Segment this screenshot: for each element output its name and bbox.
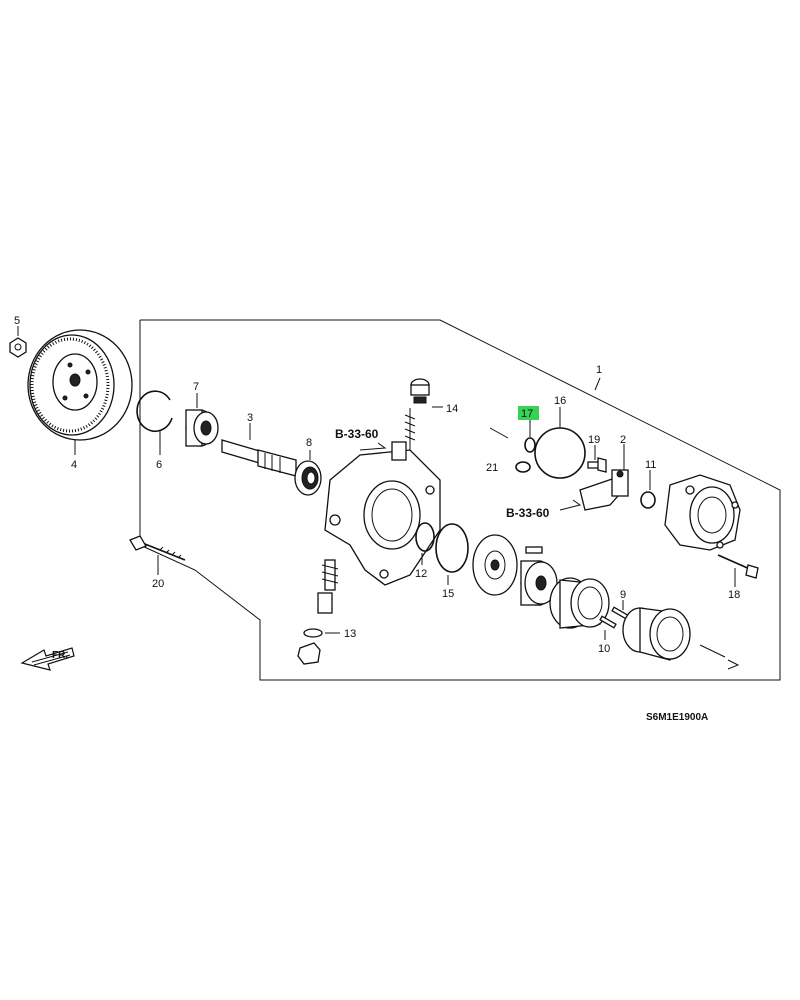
- pump-housing[interactable]: [664, 474, 741, 551]
- part-number-5: 5: [14, 315, 20, 327]
- mounting-bolt-18[interactable]: [717, 554, 759, 579]
- rotor[interactable]: [520, 546, 558, 606]
- part-number-1: 1: [596, 364, 602, 376]
- part-number-2: 2: [620, 434, 626, 446]
- o-ring-large[interactable]: [435, 523, 469, 573]
- part-number-20: 20: [152, 578, 164, 590]
- pump-shaft[interactable]: [221, 439, 297, 477]
- part-number-7: 7: [193, 381, 199, 393]
- pulley[interactable]: [27, 329, 133, 441]
- flow-control-cap[interactable]: [404, 378, 430, 450]
- part-number-9: 9: [620, 589, 626, 601]
- ring-21[interactable]: [515, 461, 531, 473]
- bearing[interactable]: [185, 409, 219, 447]
- dowel-pins[interactable]: [599, 606, 629, 629]
- mounting-bolt-20[interactable]: [129, 535, 186, 561]
- outlet-fitting[interactable]: [579, 469, 629, 511]
- part-number-14: 14: [446, 403, 458, 415]
- snap-ring[interactable]: [136, 390, 173, 432]
- part-number-15: 15: [442, 588, 454, 600]
- part-number-4: 4: [71, 459, 77, 471]
- o-ring-17[interactable]: [524, 437, 536, 453]
- union-fitting[interactable]: [297, 559, 339, 665]
- part-number-17-highlight: [518, 406, 539, 420]
- small-bolt[interactable]: [587, 457, 607, 473]
- part-number-12: 12: [415, 568, 427, 580]
- part-number-16: 16: [554, 395, 566, 407]
- part-number-10: 10: [598, 643, 610, 655]
- part-number-19: 19: [588, 434, 600, 446]
- part-number-8: 8: [306, 437, 312, 449]
- part-number-6: 6: [156, 459, 162, 471]
- oil-seal[interactable]: [294, 460, 322, 496]
- rear-cover[interactable]: [622, 607, 691, 661]
- part-number-3: 3: [247, 412, 253, 424]
- part-number-21: 21: [486, 462, 498, 474]
- diagram-code: S6M1E1900A: [646, 712, 708, 723]
- reference-label-right: B-33-60: [506, 506, 550, 520]
- reference-label-left: B-33-60: [335, 427, 379, 441]
- front-indicator-label: FR.: [52, 650, 68, 661]
- o-ring-fitting[interactable]: [640, 491, 656, 509]
- part-number-13: 13: [344, 628, 356, 640]
- o-ring-small[interactable]: [415, 522, 435, 552]
- part-number-17: 17: [521, 408, 533, 420]
- pulley-nut[interactable]: [9, 337, 27, 358]
- side-plate[interactable]: [472, 534, 518, 596]
- part-number-11: 11: [645, 459, 656, 471]
- part-number-18: 18: [728, 589, 740, 601]
- cam-ring[interactable]: [549, 577, 610, 629]
- pump-body[interactable]: [324, 441, 441, 586]
- o-ring-cover[interactable]: [534, 427, 586, 479]
- assembly-outline: [139, 319, 781, 681]
- front-direction-indicator: [20, 647, 75, 671]
